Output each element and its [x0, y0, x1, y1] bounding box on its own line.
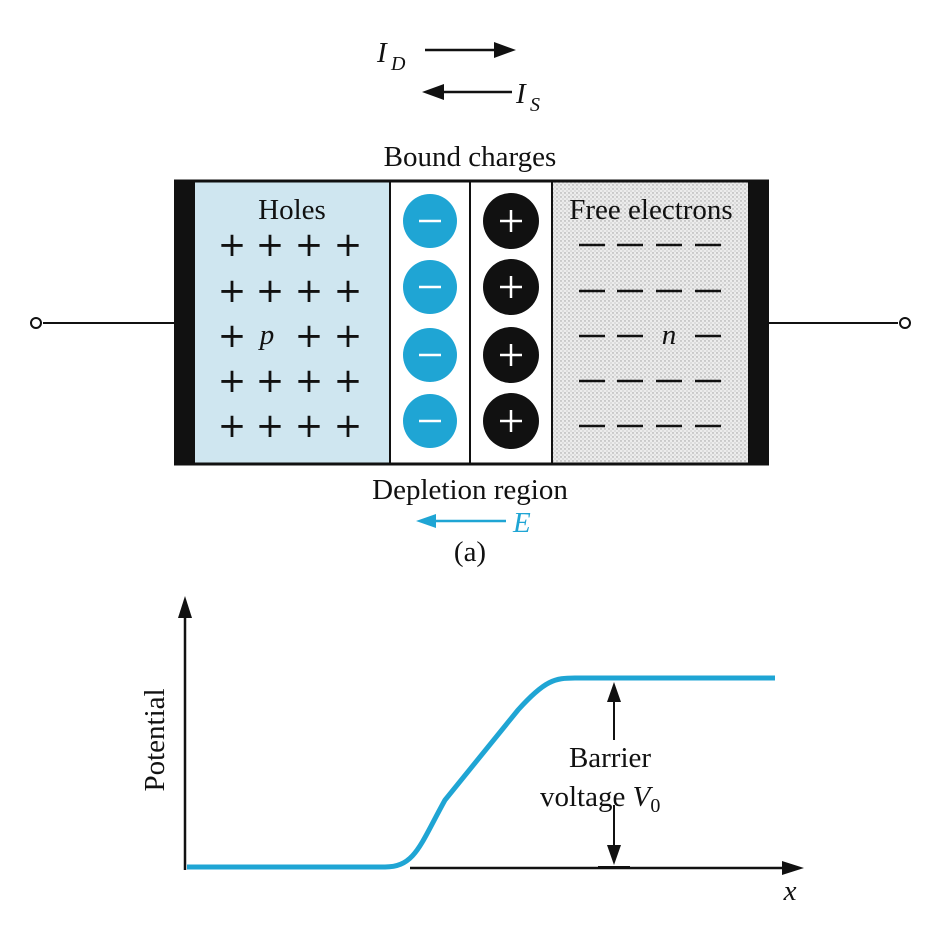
- barrier-label-prefix: voltage: [540, 781, 633, 813]
- figure-caption: (a): [454, 536, 486, 568]
- diffusion-current-subscript: S: [530, 94, 540, 116]
- barrier-voltage-arrow-top: [607, 682, 621, 740]
- hole-carrier: +: [218, 361, 247, 401]
- hole-carrier: +: [334, 361, 363, 401]
- hole-carrier: +: [334, 316, 363, 356]
- left-contact: [174, 181, 194, 464]
- hole-carrier: +: [256, 361, 285, 401]
- hole-carrier: +: [295, 271, 324, 311]
- hole-carrier: +: [256, 271, 285, 311]
- barrier-subscript: 0: [650, 795, 660, 817]
- holes-label: Holes: [258, 194, 326, 226]
- barrier-label-line1: Barrier: [569, 742, 651, 774]
- n-region: [551, 180, 750, 465]
- y-axis: [178, 596, 192, 870]
- p-carrier-grid: +++++++++++++++++++: [218, 225, 363, 446]
- hole-carrier: +: [295, 316, 324, 356]
- hole-carrier: +: [334, 406, 363, 446]
- hole-carrier: +: [334, 271, 363, 311]
- drift-current-symbol: I: [376, 37, 388, 69]
- n-region-label: n: [662, 319, 677, 351]
- x-axis-label: x: [783, 875, 797, 907]
- drift-current-subscript: D: [390, 53, 406, 75]
- electric-field-arrow: [416, 514, 506, 528]
- drift-current-arrow: [425, 42, 516, 58]
- barrier-label-line2: voltage V0: [540, 781, 660, 817]
- potential-curve: [187, 675, 775, 870]
- bound-charges-label: Bound charges: [384, 141, 557, 173]
- p-region: [193, 180, 391, 465]
- hole-carrier: +: [218, 225, 247, 265]
- n-carrier-grid: [579, 243, 721, 428]
- bound-ion-column: [403, 193, 539, 449]
- right-terminal: [768, 317, 911, 329]
- free-electrons-label: Free electrons: [569, 194, 732, 226]
- barrier-symbol: V: [633, 781, 654, 813]
- hole-carrier: +: [334, 225, 363, 265]
- hole-carrier: +: [218, 271, 247, 311]
- depletion-region-label: Depletion region: [372, 474, 568, 506]
- right-contact: [749, 181, 769, 464]
- diffusion-current-symbol: I: [515, 78, 527, 110]
- diffusion-current-label: I S: [515, 78, 540, 116]
- hole-carrier: +: [256, 406, 285, 446]
- hole-carrier: +: [295, 225, 324, 265]
- hole-carrier: +: [218, 316, 247, 356]
- drift-current-label: I D: [376, 37, 406, 75]
- hole-carrier: +: [295, 406, 324, 446]
- diffusion-current-arrow: [422, 84, 512, 100]
- barrier-voltage-arrow-bottom: [607, 805, 621, 865]
- electric-field-label: E: [512, 507, 531, 539]
- hole-carrier: +: [295, 361, 324, 401]
- p-region-label: p: [258, 319, 275, 351]
- y-axis-label: Potential: [139, 688, 171, 791]
- hole-carrier: +: [256, 225, 285, 265]
- hole-carrier: +: [218, 406, 247, 446]
- left-terminal: [30, 317, 174, 329]
